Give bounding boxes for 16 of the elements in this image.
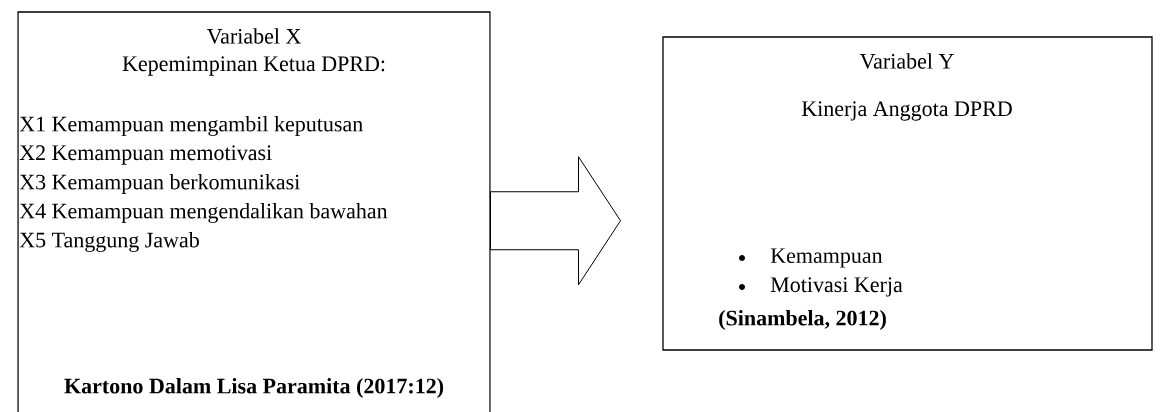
- citation: (Sinambela, 2012): [719, 310, 886, 330]
- citation: Kartono Dalam Lisa Paramita (2017:12): [64, 378, 444, 398]
- box-heading: Kepemimpinan Ketua DPRD:: [122, 56, 385, 76]
- bullet-item: Motivasi Kerja: [739, 277, 903, 297]
- list-item: X2 Kemampuan memotivasi: [19, 145, 272, 165]
- variable-box: [17, 11, 491, 412]
- variable-box: [662, 36, 1153, 351]
- block-arrow: [490, 156, 621, 286]
- list-item: X5 Tanggung Jawab: [19, 232, 199, 252]
- list-item: X4 Kemampuan mengendalikan bawahan: [19, 203, 388, 223]
- box-heading: Variabel Y: [859, 53, 954, 69]
- list-item: X1 Kemampuan mengambil keputusan: [19, 116, 363, 136]
- box-heading: Kinerja Anggota DPRD: [801, 101, 1012, 121]
- bullet-item: Kemampuan: [739, 248, 883, 268]
- box-heading: Variabel X: [206, 28, 301, 44]
- list-item: X3 Kemampuan berkomunikasi: [19, 174, 300, 194]
